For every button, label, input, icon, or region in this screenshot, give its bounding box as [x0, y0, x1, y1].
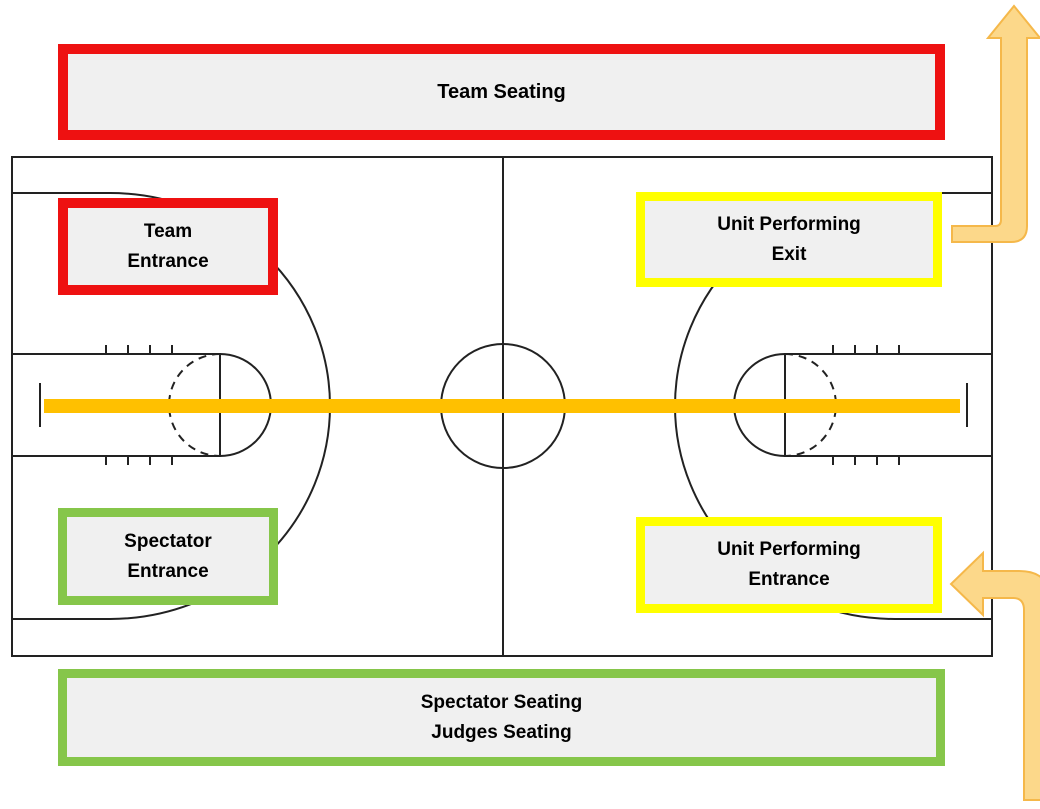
unit-exit-label-line1: Unit Performing	[717, 213, 861, 235]
team-entrance-zone: Team Entrance	[58, 198, 278, 295]
arrow-up-icon	[951, 4, 1040, 243]
unit-exit-label-line2: Exit	[771, 243, 807, 265]
judges-seating-label: Judges Seating	[431, 721, 572, 743]
unit-performing-entrance-zone: Unit Performing Entrance	[636, 517, 942, 613]
unit-performing-exit-zone: Unit Performing Exit	[636, 192, 942, 287]
spectator-entrance-zone: Spectator Entrance	[58, 508, 278, 605]
team-seating-zone: Team Seating	[58, 44, 945, 140]
spectator-entrance-label-line1: Spectator	[124, 530, 212, 552]
team-entrance-label-line1: Team	[143, 220, 193, 242]
team-seating-label: Team Seating	[437, 81, 566, 103]
team-entrance-label-line2: Entrance	[127, 250, 209, 272]
unit-entrance-label-line2: Entrance	[748, 569, 830, 590]
arrow-left-icon	[949, 550, 1040, 801]
spectator-seating-label: Spectator Seating	[420, 691, 583, 713]
left-lane-hash-marks	[105, 345, 173, 465]
unit-entrance-label-line1: Unit Performing	[717, 539, 861, 560]
right-lane-hash-marks	[832, 345, 900, 465]
spectator-entrance-label-line2: Entrance	[127, 560, 209, 582]
spectator-judges-seating-zone: Spectator Seating Judges Seating	[58, 669, 945, 766]
